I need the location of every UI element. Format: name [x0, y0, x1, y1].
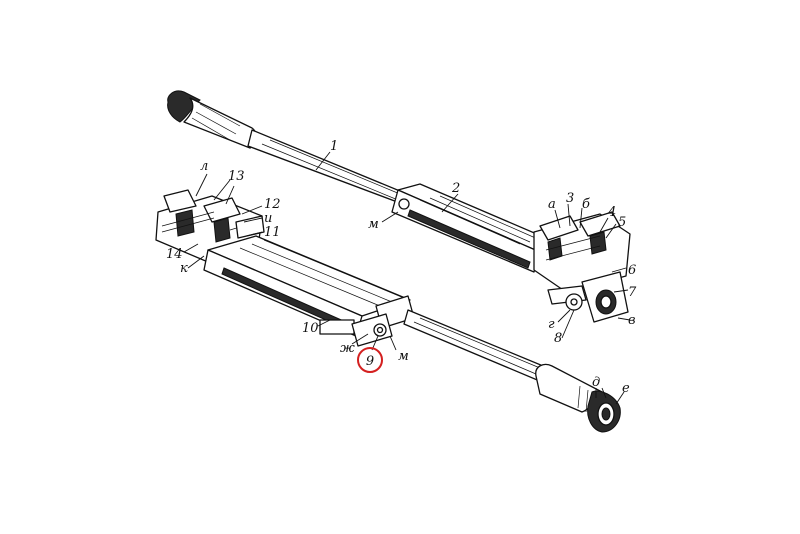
- highlight-circle: [357, 347, 383, 373]
- lower-body: [203, 235, 411, 337]
- label-d: д: [592, 375, 600, 390]
- label-8: 8: [554, 331, 562, 346]
- label-7: 7: [628, 285, 637, 300]
- label-10: 10: [302, 321, 319, 336]
- label-13: 13: [228, 169, 245, 184]
- label-g: г: [548, 317, 555, 332]
- upper-piston-body: [391, 183, 561, 273]
- leader-lines: [183, 151, 631, 405]
- upper-rod-assembly: [167, 90, 631, 323]
- upper-rod-rear-end: [167, 90, 257, 149]
- label-12: 12: [264, 197, 281, 212]
- part-labels: 1 2 м 3 а б 4 5 6 7 в г 8 д е л 13 12 и …: [166, 139, 637, 396]
- label-2: 2: [451, 181, 460, 196]
- label-i: и: [264, 211, 272, 226]
- label-m-bottom: м: [398, 349, 409, 364]
- label-m-top: м: [368, 217, 379, 232]
- label-3: 3: [566, 191, 574, 206]
- label-1: 1: [330, 139, 338, 154]
- label-6: 6: [628, 263, 636, 278]
- label-14: 14: [166, 247, 183, 262]
- label-5: 5: [618, 215, 626, 230]
- lower-rod-front-end: [535, 363, 621, 433]
- label-l: л: [200, 159, 208, 174]
- lower-rod: [403, 309, 549, 383]
- highlighted-part-9[interactable]: 9: [357, 347, 383, 373]
- label-k: к: [180, 261, 188, 276]
- label-e: е: [622, 381, 630, 396]
- label-4: 4: [607, 205, 616, 220]
- label-b: б: [582, 197, 590, 212]
- upper-front-block: [533, 211, 631, 323]
- label-zh: ж: [340, 341, 355, 356]
- label-a: а: [548, 197, 556, 212]
- label-11: 11: [264, 225, 281, 240]
- label-9: 9: [366, 354, 374, 369]
- label-v: в: [628, 313, 636, 328]
